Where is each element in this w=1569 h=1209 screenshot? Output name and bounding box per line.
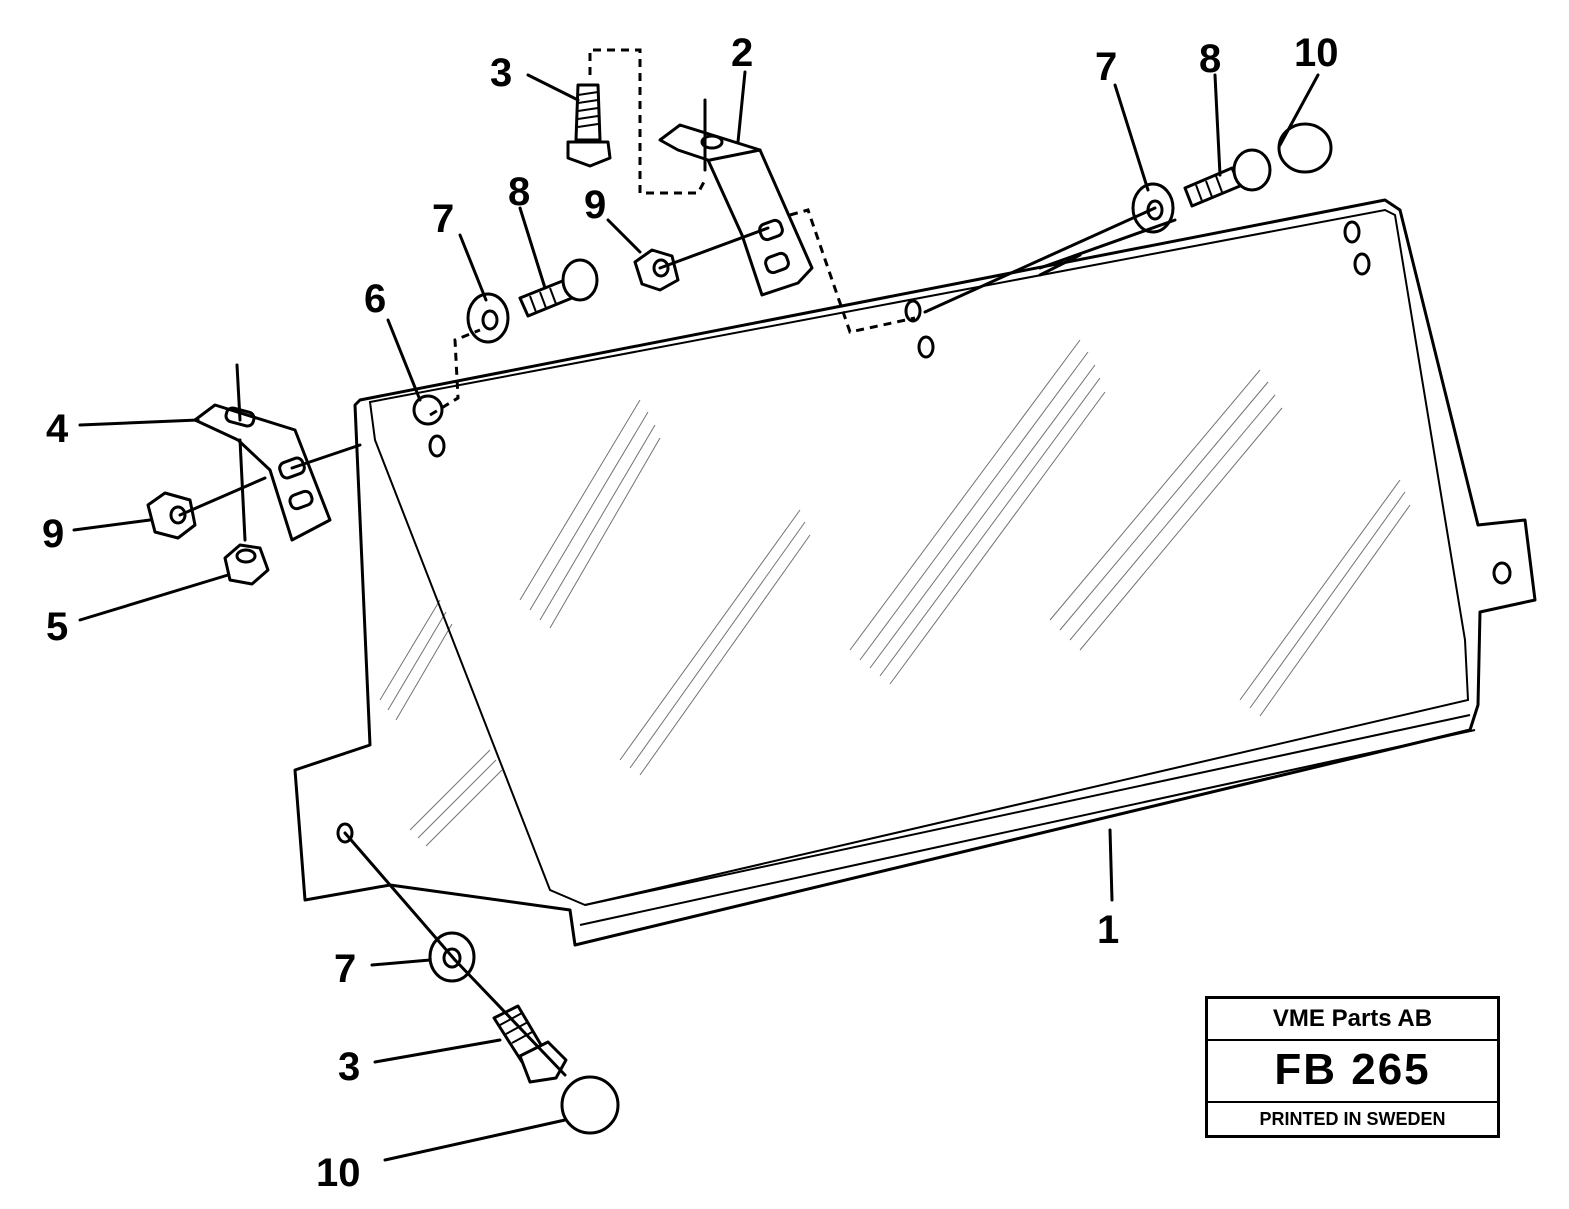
- callout-6: 6: [364, 277, 386, 321]
- panel-frame: [293, 198, 1537, 947]
- callout-7: 7: [334, 947, 356, 991]
- callout-10: 10: [316, 1151, 361, 1195]
- callout-3: 3: [338, 1045, 360, 1089]
- callout-1: 1: [1097, 908, 1119, 952]
- bracket-2: [658, 98, 814, 297]
- callout-2: 2: [731, 31, 753, 75]
- panel-tab-hole-right: [1492, 561, 1512, 585]
- callout-4: 4: [46, 407, 69, 451]
- callout-8: 8: [508, 170, 530, 214]
- callout-3: 3: [490, 51, 512, 95]
- bolt-3-top: [566, 83, 612, 168]
- bracket-4: [193, 363, 332, 542]
- company-name: VME Parts AB: [1208, 999, 1497, 1041]
- panel-assembly: [293, 198, 1537, 947]
- callout-labels: 2 3 7 8 9 6 4 9 5 7 8 10 1 7 3 10: [42, 31, 1339, 1195]
- title-block: VME Parts AB FB 265 PRINTED IN SWEDEN: [1205, 996, 1500, 1138]
- bolt-3-bottom: [492, 1004, 568, 1084]
- glass-reflections: [379, 339, 1411, 847]
- bolt-8-top: [518, 258, 599, 318]
- panel-tab-hole-left: [336, 822, 354, 844]
- leader-lines: [72, 70, 1320, 1162]
- cap-10-top: [1277, 122, 1333, 174]
- callout-7: 7: [1095, 45, 1117, 89]
- nut-9-top: [633, 248, 680, 292]
- callout-7: 7: [432, 197, 454, 241]
- printed-note: PRINTED IN SWEDEN: [1259, 1109, 1446, 1129]
- glass-outline: [368, 208, 1470, 907]
- bolt-8-right: [1183, 148, 1272, 208]
- panel-hole-6: [412, 394, 444, 426]
- cap-10-bottom: [560, 1075, 620, 1135]
- centre-lines: [178, 48, 1177, 1077]
- callout-9: 9: [584, 183, 606, 227]
- callout-9: 9: [42, 512, 64, 556]
- nut-9-left: [146, 491, 197, 540]
- callout-8: 8: [1199, 37, 1221, 81]
- drawing-code: FB 265: [1208, 1039, 1497, 1103]
- washer-7-top: [466, 292, 510, 344]
- callout-5: 5: [46, 605, 68, 649]
- callout-10: 10: [1294, 31, 1339, 75]
- nut-5: [223, 543, 270, 586]
